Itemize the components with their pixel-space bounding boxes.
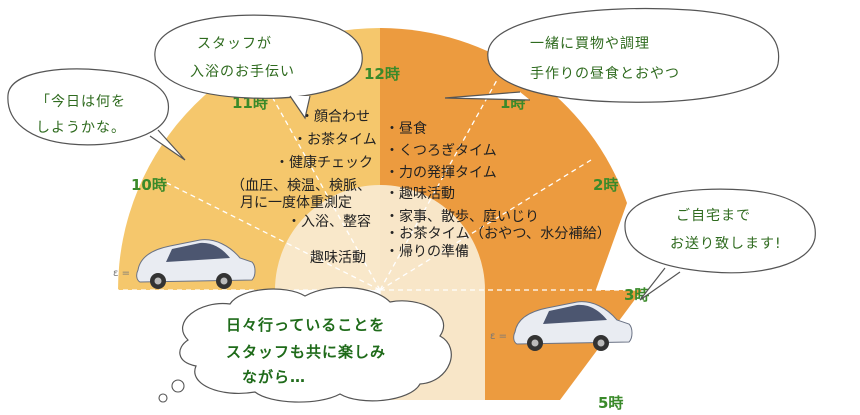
hour-3-label: 3時 [624,286,649,304]
bubble-today: 「今日は何を しようかな。 [7,68,186,161]
morning-item: ・お茶タイム [293,132,377,148]
bubble-daily-line: スタッフも共に楽しみ [226,343,386,361]
bubble-bath: スタッフが 入浴のお手伝い [154,14,363,120]
bubble-lunch-line: 手作りの昼食とおやつ [530,65,680,82]
bubble-lunch-line: 一緒に買物や調理 [530,36,650,52]
bubble-bath-line: スタッフが [197,36,272,52]
hour-12-label: 12時 [364,65,400,83]
morning-item: ・入浴、整容 [287,213,371,230]
morning-hobby: 趣味活動 [310,250,366,266]
svg-text:ε =: ε = [490,331,507,342]
bubble-home: ご自宅まで お送り致します! [624,188,816,301]
hour-2-label: 2時 [593,176,618,194]
morning-item: （血圧、検温、検脈、 [231,178,371,194]
bubble-lunch: 一緒に買物や調理 手作りの昼食とおやつ [444,7,780,103]
afternoon-schedule: ・昼食 ・くつろぎタイム ・力の発揮タイム ・趣味活動 ・家事、散歩、庭いじり … [385,120,611,260]
afternoon-item: ・昼食 [385,120,427,137]
morning-schedule: ・顔合わせ ・お茶タイム ・健康チェック （血圧、検温、検脈、 月に一度体重測定… [231,109,377,266]
hour-10-label: 10時 [131,176,167,194]
bubble-today-line: 「今日は何を [36,94,126,110]
afternoon-item: ・帰りの準備 [385,243,469,260]
bubble-daily-line: 日々行っていることを [226,316,385,334]
hour-5-label: 5時 [598,394,623,412]
bubble-home-line: お送り致します! [670,236,782,252]
bubble-home-line: ご自宅まで [676,208,751,224]
morning-item: ・健康チェック [275,154,373,171]
svg-text:ε =: ε = [113,268,130,279]
afternoon-item: ・趣味活動 [385,186,455,202]
afternoon-item: ・力の発揮タイム [385,165,497,181]
bubble-bath-line: 入浴のお手伝い [190,64,295,80]
afternoon-item: ・家事、散歩、庭いじり [385,208,539,225]
car-left-icon: ε = [113,239,256,289]
bubble-today-line: しようかな。 [36,120,126,136]
afternoon-item: ・お茶タイム（おやつ、水分補給） [385,226,611,242]
bubble-daily-line: ながら… [242,368,306,386]
afternoon-item: ・くつろぎタイム [385,143,497,159]
morning-item: 月に一度体重測定 [240,195,352,211]
bubble-daily: 日々行っていることを スタッフも共に楽しみ ながら… [158,286,452,403]
car-right-icon: ε = [490,301,633,351]
morning-item: ・顔合わせ [300,109,370,125]
